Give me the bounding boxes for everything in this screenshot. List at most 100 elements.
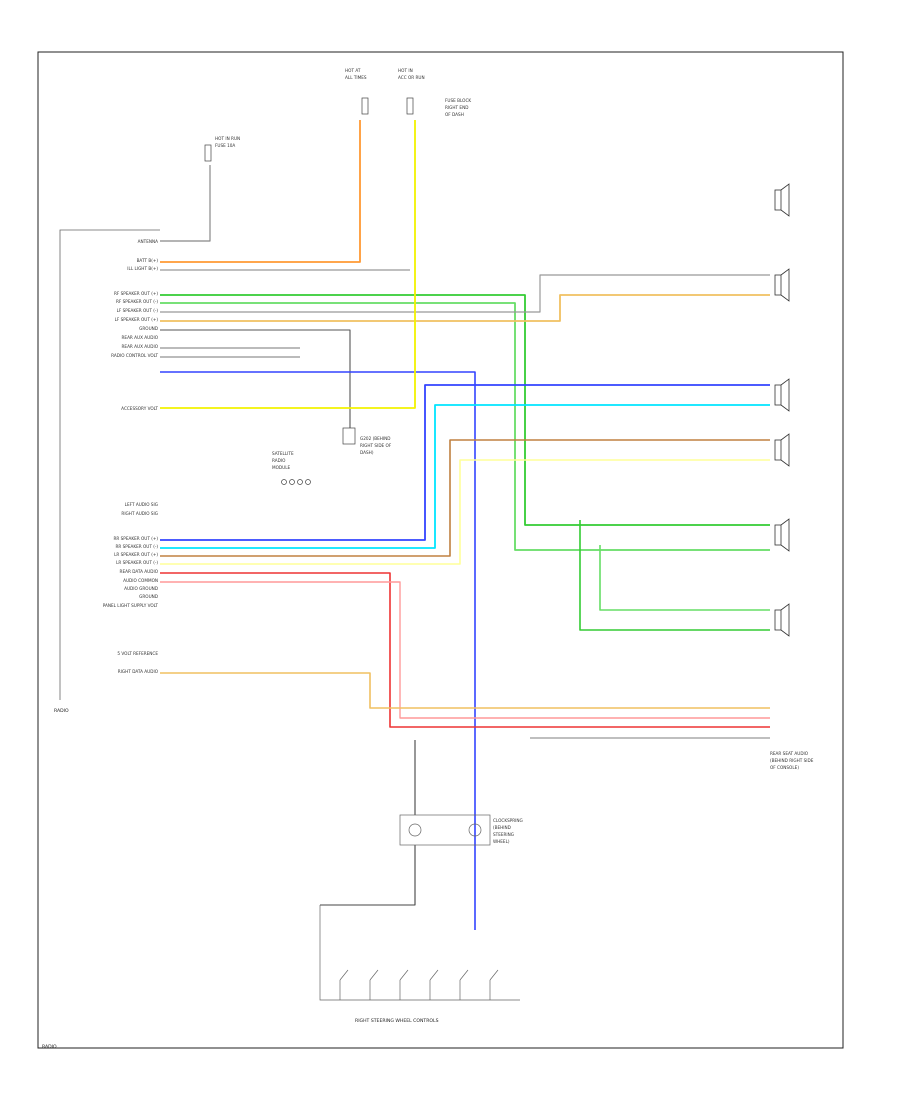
- switch-contact: [339, 969, 349, 981]
- radio-pin-label: 5 VOLT REFERENCE: [117, 651, 158, 656]
- radio-pin-label: ANTENNA: [138, 239, 158, 244]
- radio-pin-label: ACCESSORY VOLT: [121, 406, 158, 411]
- svg-text:ALL TIMES: ALL TIMES: [345, 75, 367, 80]
- switch-contact: [459, 969, 469, 981]
- rr-speaker-wire: [579, 520, 770, 631]
- radio-pin-label: GROUND: [139, 326, 158, 331]
- radio-control-wire: [160, 371, 476, 930]
- lr-minus-wire: [160, 459, 770, 565]
- radio-pin-label: AUDIO GROUND: [124, 586, 158, 591]
- rf-plus-wire: [160, 294, 770, 526]
- svg-text:ACC OR RUN: ACC OR RUN: [398, 75, 425, 80]
- speaker-body: [774, 609, 782, 631]
- rr-plus-wire: [160, 384, 770, 541]
- radio-pin-label: LR SPEAKER OUT (+): [114, 552, 158, 557]
- radio-pin-label: LF SPEAKER OUT (-): [117, 308, 159, 313]
- lf-plus-wire: [160, 294, 770, 322]
- lf-minus-wire: [160, 274, 770, 313]
- speaker-cone: [780, 603, 790, 637]
- radio-pin-labels: ANTENNA BATT B(+) ILL LIGHT B(+) RF SPEAKER…: [103, 239, 159, 674]
- svg-text:HOT IN RUN: HOT IN RUN: [215, 136, 240, 141]
- switch-contact: [369, 969, 379, 981]
- fuse-batt: HOT AT ALL TIMES: [345, 68, 369, 115]
- control-switches: [339, 969, 499, 1000]
- radio-pin-label: BATT B(+): [137, 258, 159, 263]
- radio-pin-label: RR SPEAKER OUT (-): [115, 544, 158, 549]
- speaker-cone: [780, 183, 790, 217]
- audio-connector: SATELLITE RADIO MODULE: [272, 451, 311, 485]
- radio-pin-label: RIGHT AUDIO SIG: [121, 511, 158, 516]
- svg-text:HOT IN: HOT IN: [398, 68, 413, 73]
- svg-text:(BEHIND RIGHT SIDE: (BEHIND RIGHT SIDE: [770, 758, 814, 763]
- radio-pin-label: ILL LIGHT B(+): [127, 266, 158, 271]
- svg-text:CLOCKSPRING: CLOCKSPRING: [493, 818, 523, 823]
- svg-text:SATELLITE: SATELLITE: [272, 451, 294, 456]
- speaker-symbols: [774, 183, 790, 637]
- radio-pin-label: RF SPEAKER OUT (-): [116, 299, 158, 304]
- svg-text:(BEHIND: (BEHIND: [493, 825, 511, 830]
- radio-pin-label: GROUND: [139, 594, 158, 599]
- switch-contact: [489, 969, 499, 981]
- speaker-cone: [780, 268, 790, 302]
- steering-controls-label: RIGHT STEERING WHEEL CONTROLS: [355, 1018, 439, 1024]
- radio-label: RADIO: [54, 708, 69, 714]
- radio-pin-label: RADIO CONTROL VOLT: [111, 353, 158, 358]
- radio-pin-label: REAR AUX AUDIO: [122, 335, 159, 340]
- svg-text:OF DASH: OF DASH: [445, 112, 464, 117]
- svg-text:STEERING: STEERING: [493, 832, 514, 837]
- radio-pin-label: RR SPEAKER OUT (+): [113, 536, 158, 541]
- footer-label: RADIO: [42, 1044, 57, 1050]
- radio-pin-label: REAR DATA AUDIO: [120, 569, 159, 574]
- switch-contact: [429, 969, 439, 981]
- svg-text:MODULE: MODULE: [272, 465, 291, 470]
- svg-text:FUSE BLOCK: FUSE BLOCK: [445, 98, 471, 103]
- svg-text:HOT AT: HOT AT: [345, 68, 361, 73]
- svg-text:DASH): DASH): [360, 450, 374, 455]
- switch-contact: [399, 969, 409, 981]
- svg-text:RIGHT END: RIGHT END: [445, 105, 468, 110]
- svg-text:REAR SEAT AUDIO: REAR SEAT AUDIO: [770, 751, 809, 756]
- svg-text:WHEEL): WHEEL): [493, 839, 510, 844]
- speaker-body: [774, 189, 782, 211]
- diagram-border: [37, 51, 844, 1049]
- steering-wheel-controls: CLOCKSPRING (BEHIND STEERING WHEEL) RIGH…: [319, 814, 523, 1024]
- accessory-wire: [160, 120, 416, 409]
- fuse-antenna: HOT IN RUN FUSE 10A: [204, 136, 240, 162]
- svg-text:RIGHT SIDE OF: RIGHT SIDE OF: [360, 443, 392, 448]
- antenna-wire: [160, 165, 211, 242]
- radio-module: RADIO: [54, 229, 160, 714]
- radio-pin-label: AUDIO COMMON: [123, 578, 158, 583]
- rr-speaker-wire-2: [599, 545, 770, 611]
- rear-seat-audio: REAR SEAT AUDIO (BEHIND RIGHT SIDE OF CO…: [770, 751, 814, 770]
- radio-pin-label: RIGHT DATA AUDIO: [118, 669, 159, 674]
- svg-text:G202 (BEHIND: G202 (BEHIND: [360, 436, 390, 441]
- rear-data-wire: [160, 572, 770, 728]
- fuse-acc: HOT IN ACC OR RUN FUSE BLOCK RIGHT END O…: [398, 68, 471, 117]
- wire-bundle: [160, 120, 770, 930]
- radio-pin-label: LEFT AUDIO SIG: [125, 502, 158, 507]
- radio-pin-label: REAR AUX AUDIO: [122, 344, 159, 349]
- middle-relay: G202 (BEHIND RIGHT SIDE OF DASH): [342, 427, 392, 455]
- radio-pin-label: LF SPEAKER OUT (+): [115, 317, 159, 322]
- lr-plus-wire: [160, 439, 770, 557]
- speaker-body: [774, 384, 782, 406]
- speaker-body: [774, 274, 782, 296]
- svg-text:OF CONSOLE): OF CONSOLE): [770, 765, 799, 770]
- speaker-cone: [780, 433, 790, 467]
- speaker-body: [774, 524, 782, 546]
- radio-pin-label: PANEL LIGHT SUPPLY VOLT: [103, 603, 159, 608]
- radio-pin-label: LR SPEAKER OUT (-): [116, 560, 158, 565]
- svg-text:FUSE 10A: FUSE 10A: [215, 143, 235, 148]
- speaker-cone: [780, 518, 790, 552]
- speaker-cone: [780, 378, 790, 412]
- radio-pin-label: RF SPEAKER OUT (+): [114, 291, 158, 296]
- rr-minus-wire: [160, 404, 770, 549]
- audio-common-wire: [160, 581, 770, 719]
- rf-minus-wire: [160, 302, 770, 551]
- steering-ground-wire: [320, 845, 416, 906]
- svg-text:RADIO: RADIO: [272, 458, 286, 463]
- speaker-body: [774, 439, 782, 461]
- batt-wire: [160, 120, 361, 263]
- right-data-wire: [160, 672, 770, 709]
